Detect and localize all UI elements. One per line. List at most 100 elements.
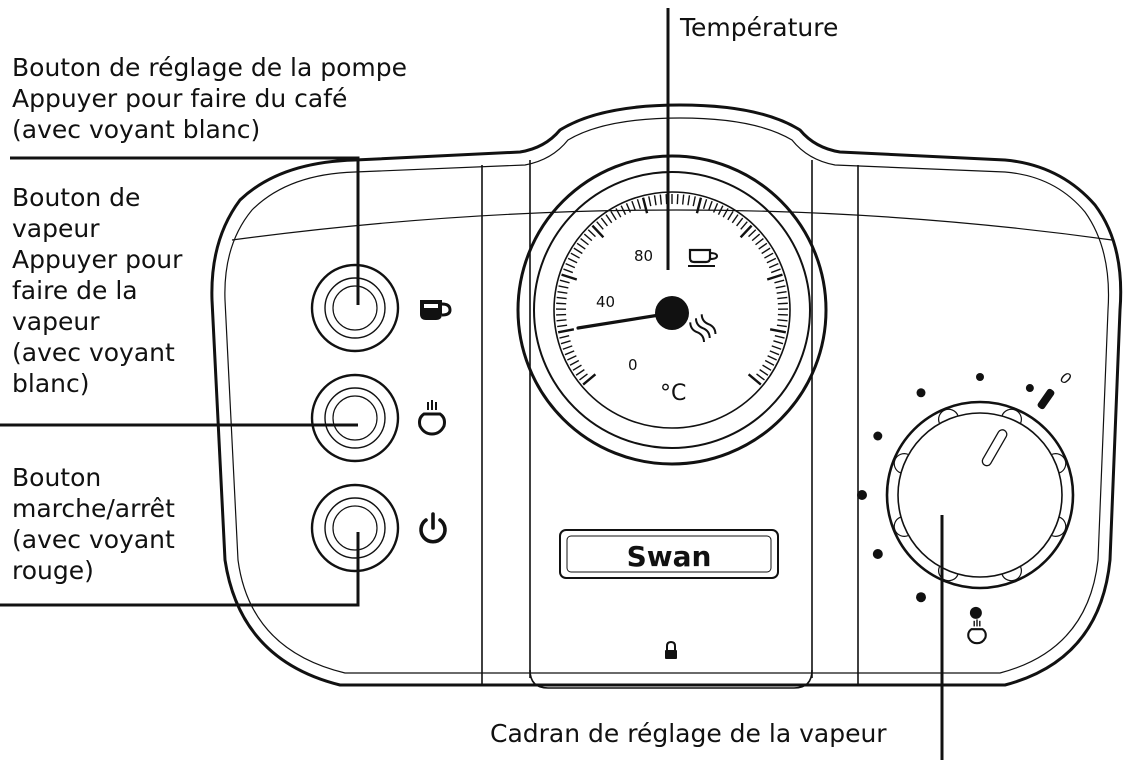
gauge-tick: [583, 233, 593, 242]
gauge-tick: [731, 214, 739, 224]
gauge-tick: [559, 334, 570, 339]
gauge-tick: [727, 211, 734, 221]
gauge-tick: [722, 208, 729, 218]
gauge-tick: [692, 196, 696, 207]
gauge-tick: [766, 273, 783, 281]
gauge-tick: [582, 373, 597, 386]
gauge-tick: [573, 247, 583, 255]
gauge-tick: [764, 252, 774, 259]
dial-scale-dot: [976, 373, 984, 381]
dial-scale-dots: [857, 373, 1034, 619]
gauge-tick: [556, 302, 567, 305]
steam-label-line: Appuyer pour: [12, 245, 183, 274]
gauge-tick: [756, 373, 765, 381]
cup-icon: [688, 248, 719, 267]
dial-scale-dot: [872, 549, 883, 559]
steam-label-line: blanc): [12, 369, 90, 398]
gauge-tick: [717, 205, 724, 216]
gauge-tick: [580, 238, 589, 246]
gauge-tick: [740, 221, 748, 230]
pump-button[interactable]: [310, 263, 400, 353]
gauge-tick: [707, 200, 713, 211]
dial-grip-bump: [1001, 408, 1022, 424]
dial-scale-dot: [857, 490, 867, 500]
steam-button-label: Bouton de vapeur Appuyer pour faire de l…: [12, 182, 182, 399]
gauge-tick: [769, 350, 780, 356]
gauge-tick: [557, 290, 568, 294]
steam-dial-label: Cadran de réglage de la vapeur: [490, 719, 887, 748]
gauge-tick: [596, 221, 604, 230]
panel-top-seam: [231, 209, 1113, 241]
steam-dial[interactable]: [885, 400, 1075, 590]
gauge-tick: [625, 203, 632, 213]
gauge-tick: [567, 355, 577, 361]
gauge-tick: [771, 345, 782, 350]
dial-scale-dot: [969, 606, 982, 619]
steam-jug-icon: [967, 619, 987, 645]
dial-grip-bump: [1051, 516, 1067, 537]
gauge-tick: [739, 224, 753, 239]
steam-jug-icon: [418, 400, 446, 436]
gauge-tick: [777, 319, 788, 322]
gauge-tick: [774, 279, 785, 284]
gauge-tick: [558, 285, 569, 289]
steam-label-line: vapeur: [12, 214, 100, 243]
gauge-tick: [570, 252, 580, 259]
dial-scale-dot: [1025, 384, 1034, 393]
gauge-tick: [559, 279, 570, 284]
dial-grip: [893, 408, 1067, 582]
gauge-tick: [777, 302, 788, 305]
gauge-bezel-inner: [533, 171, 811, 449]
gauge-tick-label-40: 40: [596, 293, 615, 311]
gauge-tick: [653, 195, 657, 206]
gauge-tick-label-0: 0: [628, 356, 638, 374]
dial-max-mark: [1037, 388, 1055, 410]
gauge-tick: [575, 369, 585, 376]
gauge-tick: [755, 238, 764, 246]
power-button-label: Bouton marche/arrêt (avec voyant rouge): [12, 462, 175, 586]
gauge-tick: [774, 334, 785, 339]
gauge-tick: [641, 197, 649, 214]
dial-off-mark: 0: [1057, 368, 1074, 388]
brand-logo: Swan: [627, 540, 712, 573]
column-bottom: [529, 669, 813, 689]
steam-button[interactable]: [310, 373, 400, 463]
gauge-tick: [587, 229, 596, 238]
gauge-tick-label-80: 80: [634, 247, 653, 265]
gauge-tick: [576, 242, 586, 250]
gauge-tick: [631, 200, 637, 211]
gauge-tick: [636, 199, 642, 210]
gauge-tick: [564, 350, 575, 356]
dial-scale-dot: [873, 431, 883, 441]
temperature-label: Température: [680, 13, 839, 42]
gauge-tick: [747, 373, 762, 386]
gauge-tick: [610, 211, 617, 221]
gauge-tick: [557, 328, 575, 334]
gauge-tick: [776, 324, 787, 328]
gauge-tick: [770, 268, 781, 274]
lock-icon: [665, 640, 677, 659]
power-label-line: Bouton: [12, 463, 102, 492]
gauge-tick: [561, 273, 578, 281]
gauge-tick: [773, 340, 784, 345]
gauge-tick: [761, 247, 771, 255]
dial-scale-dot: [916, 388, 926, 398]
dial-grip-bump: [1001, 566, 1022, 582]
power-icon: [419, 512, 447, 544]
gauge-tick: [605, 214, 613, 224]
gauge-tick: [556, 296, 567, 300]
gauge-tick: [676, 194, 679, 205]
cup-icon: [420, 300, 452, 320]
dial-grip-bump: [938, 408, 959, 424]
power-button[interactable]: [310, 483, 400, 573]
gauge-tick: [776, 290, 787, 294]
gauge-tick: [712, 203, 719, 213]
dial-grip-bump: [1051, 453, 1067, 474]
gauge-tick: [702, 199, 708, 210]
brand-plate: [559, 529, 779, 579]
gauge-tick: [758, 242, 768, 250]
gauge-tick: [560, 340, 571, 345]
dial-scale-dot: [916, 592, 926, 603]
gauge-tick: [659, 194, 663, 205]
gauge-tick: [620, 205, 627, 216]
